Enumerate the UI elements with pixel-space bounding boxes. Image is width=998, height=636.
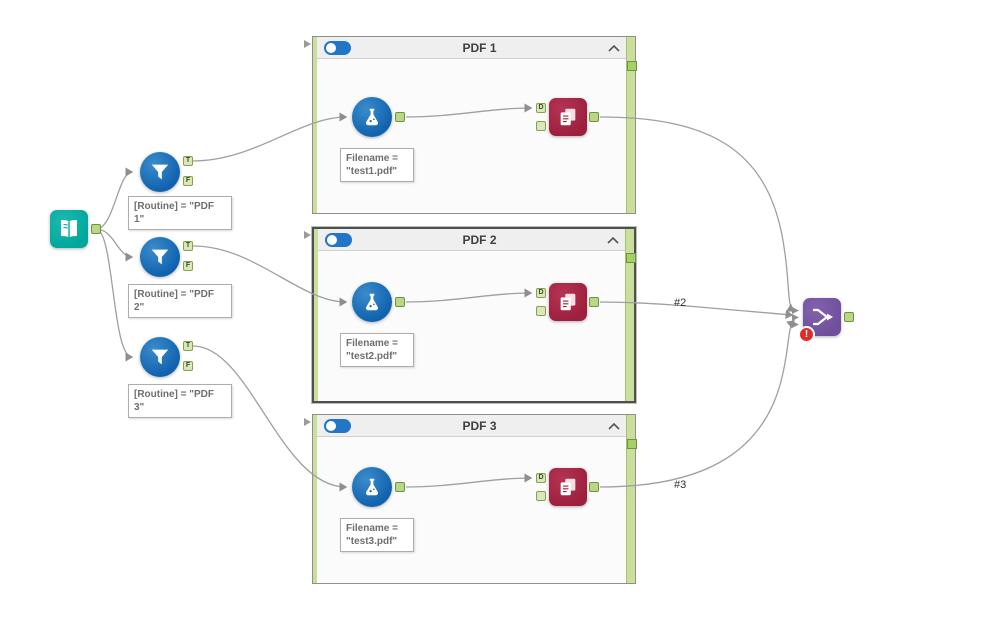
wire-formula1-render1[interactable] bbox=[405, 103, 533, 118]
funnel-icon bbox=[140, 237, 180, 277]
container-pdf-3[interactable]: PDF 3 bbox=[312, 414, 637, 584]
container-title: PDF 3 bbox=[462, 418, 497, 433]
render1-layout-input-anchor[interactable] bbox=[536, 121, 546, 131]
union-output-anchor[interactable] bbox=[844, 312, 854, 322]
container-wire-entry-mark bbox=[304, 231, 311, 239]
input-data-tool[interactable] bbox=[50, 210, 101, 248]
flask-icon bbox=[352, 97, 392, 137]
collapse-chevron-icon[interactable] bbox=[607, 236, 619, 244]
union-tool[interactable]: ! bbox=[792, 298, 854, 343]
render3-output-anchor[interactable] bbox=[589, 482, 599, 492]
filter-tool-1[interactable]: T F bbox=[140, 152, 193, 192]
filter2-annotation[interactable]: [Routine] = "PDF 2" bbox=[128, 284, 232, 318]
documents-icon bbox=[549, 468, 587, 506]
filter1-annotation[interactable]: [Routine] = "PDF 1" bbox=[128, 196, 232, 230]
filter-tool-3[interactable]: T F bbox=[140, 337, 193, 377]
documents-icon bbox=[549, 283, 587, 321]
container-header[interactable]: PDF 1 bbox=[317, 37, 626, 59]
funnel-icon bbox=[140, 337, 180, 377]
filter-tool-2[interactable]: T F bbox=[140, 237, 193, 277]
connection-label-2: #2 bbox=[674, 297, 687, 309]
formula3-annotation[interactable]: Filename = "test3.pdf" bbox=[340, 518, 414, 552]
render2-data-input-anchor[interactable]: D bbox=[536, 288, 546, 298]
wire-input-filter3[interactable] bbox=[95, 228, 134, 362]
wire-filter3-formula3[interactable] bbox=[192, 345, 348, 492]
wire-render1-union[interactable] bbox=[599, 116, 796, 312]
render-tool-2[interactable]: D bbox=[536, 283, 599, 321]
filter2-true-anchor[interactable]: T bbox=[183, 241, 193, 251]
container-title: PDF 2 bbox=[462, 232, 497, 247]
container-wire-entry-mark bbox=[304, 418, 311, 426]
formula-tool-2[interactable] bbox=[352, 282, 405, 322]
render1-output-anchor[interactable] bbox=[589, 112, 599, 122]
filter3-annotation[interactable]: [Routine] = "PDF 3" bbox=[128, 384, 232, 418]
documents-icon bbox=[549, 98, 587, 136]
input-output-anchor[interactable] bbox=[91, 224, 101, 234]
formula2-annotation[interactable]: Filename = "test2.pdf" bbox=[340, 333, 414, 367]
connection-label-3: #3 bbox=[674, 479, 687, 491]
collapse-chevron-icon[interactable] bbox=[608, 44, 620, 52]
container-green-bar-left bbox=[313, 37, 317, 213]
container-green-bar-left bbox=[314, 229, 318, 401]
filter2-false-anchor[interactable]: F bbox=[183, 261, 193, 271]
render1-data-input-anchor[interactable]: D bbox=[536, 103, 546, 113]
funnel-icon bbox=[140, 152, 180, 192]
container-output-anchor[interactable] bbox=[626, 253, 636, 263]
wire-filter2-formula2[interactable] bbox=[192, 245, 348, 307]
container-header[interactable]: PDF 2 bbox=[318, 229, 625, 251]
render-tool-1[interactable]: D bbox=[536, 98, 599, 136]
container-output-anchor[interactable] bbox=[627, 61, 637, 71]
container-green-bar-left bbox=[313, 415, 317, 583]
render2-layout-input-anchor[interactable] bbox=[536, 306, 546, 316]
wire-render2-union[interactable] bbox=[599, 301, 794, 320]
filter3-false-anchor[interactable]: F bbox=[183, 361, 193, 371]
container-enable-toggle[interactable] bbox=[324, 418, 351, 433]
wire-render3-union[interactable] bbox=[599, 320, 795, 488]
render2-output-anchor[interactable] bbox=[589, 297, 599, 307]
formula-tool-3[interactable] bbox=[352, 467, 405, 507]
container-output-anchor[interactable] bbox=[627, 439, 637, 449]
wire-formula3-render3[interactable] bbox=[405, 473, 533, 488]
container-header[interactable]: PDF 3 bbox=[317, 415, 626, 437]
container-enable-toggle[interactable] bbox=[324, 40, 351, 55]
container-wire-entry-mark bbox=[304, 40, 311, 48]
formula3-output-anchor[interactable] bbox=[395, 482, 405, 492]
formula1-output-anchor[interactable] bbox=[395, 112, 405, 122]
filter1-false-anchor[interactable]: F bbox=[183, 176, 193, 186]
wire-filter1-formula1[interactable] bbox=[192, 112, 348, 162]
container-green-bar-right bbox=[626, 37, 635, 213]
container-title: PDF 1 bbox=[462, 40, 497, 55]
render3-data-input-anchor[interactable]: D bbox=[536, 473, 546, 483]
container-green-bar-right bbox=[626, 415, 635, 583]
wire-input-filter1[interactable] bbox=[95, 167, 134, 230]
container-green-bar-right bbox=[625, 229, 634, 401]
error-badge[interactable]: ! bbox=[798, 326, 815, 343]
render3-layout-input-anchor[interactable] bbox=[536, 491, 546, 501]
flask-icon bbox=[352, 282, 392, 322]
render-tool-3[interactable]: D bbox=[536, 468, 599, 506]
filter3-true-anchor[interactable]: T bbox=[183, 341, 193, 351]
wire-formula2-render2[interactable] bbox=[405, 288, 533, 303]
filter1-true-anchor[interactable]: T bbox=[183, 156, 193, 166]
open-book-icon bbox=[50, 210, 88, 248]
container-enable-toggle[interactable] bbox=[325, 232, 352, 247]
formula2-output-anchor[interactable] bbox=[395, 297, 405, 307]
formula1-annotation[interactable]: Filename = "test1.pdf" bbox=[340, 148, 414, 182]
flask-icon bbox=[352, 467, 392, 507]
collapse-chevron-icon[interactable] bbox=[608, 422, 620, 430]
formula-tool-1[interactable] bbox=[352, 97, 405, 137]
